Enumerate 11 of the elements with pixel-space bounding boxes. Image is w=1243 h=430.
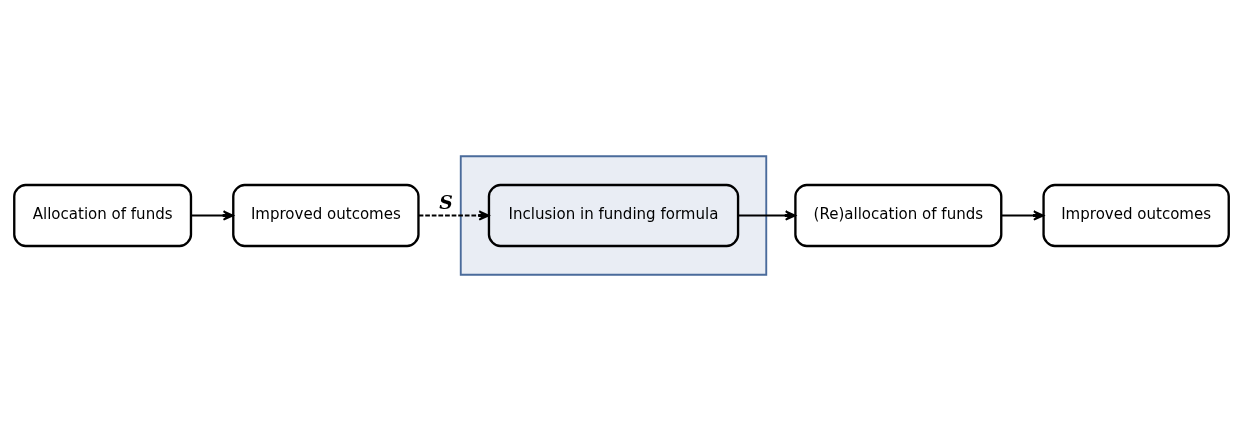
cluster	[459, 154, 768, 276]
arrow	[190, 209, 234, 221]
node-box: Allocation of funds	[13, 183, 193, 247]
arrow	[1000, 209, 1045, 221]
arrow	[737, 209, 797, 221]
node-box: Improved outcomes	[1042, 183, 1230, 247]
edge-label: S	[439, 190, 453, 213]
node-box: Inclusion in funding formula	[487, 183, 740, 247]
node-box: (Re)allocation of funds	[794, 183, 1003, 247]
node-box: Improved outcomes	[232, 183, 420, 247]
arrow	[417, 209, 490, 221]
